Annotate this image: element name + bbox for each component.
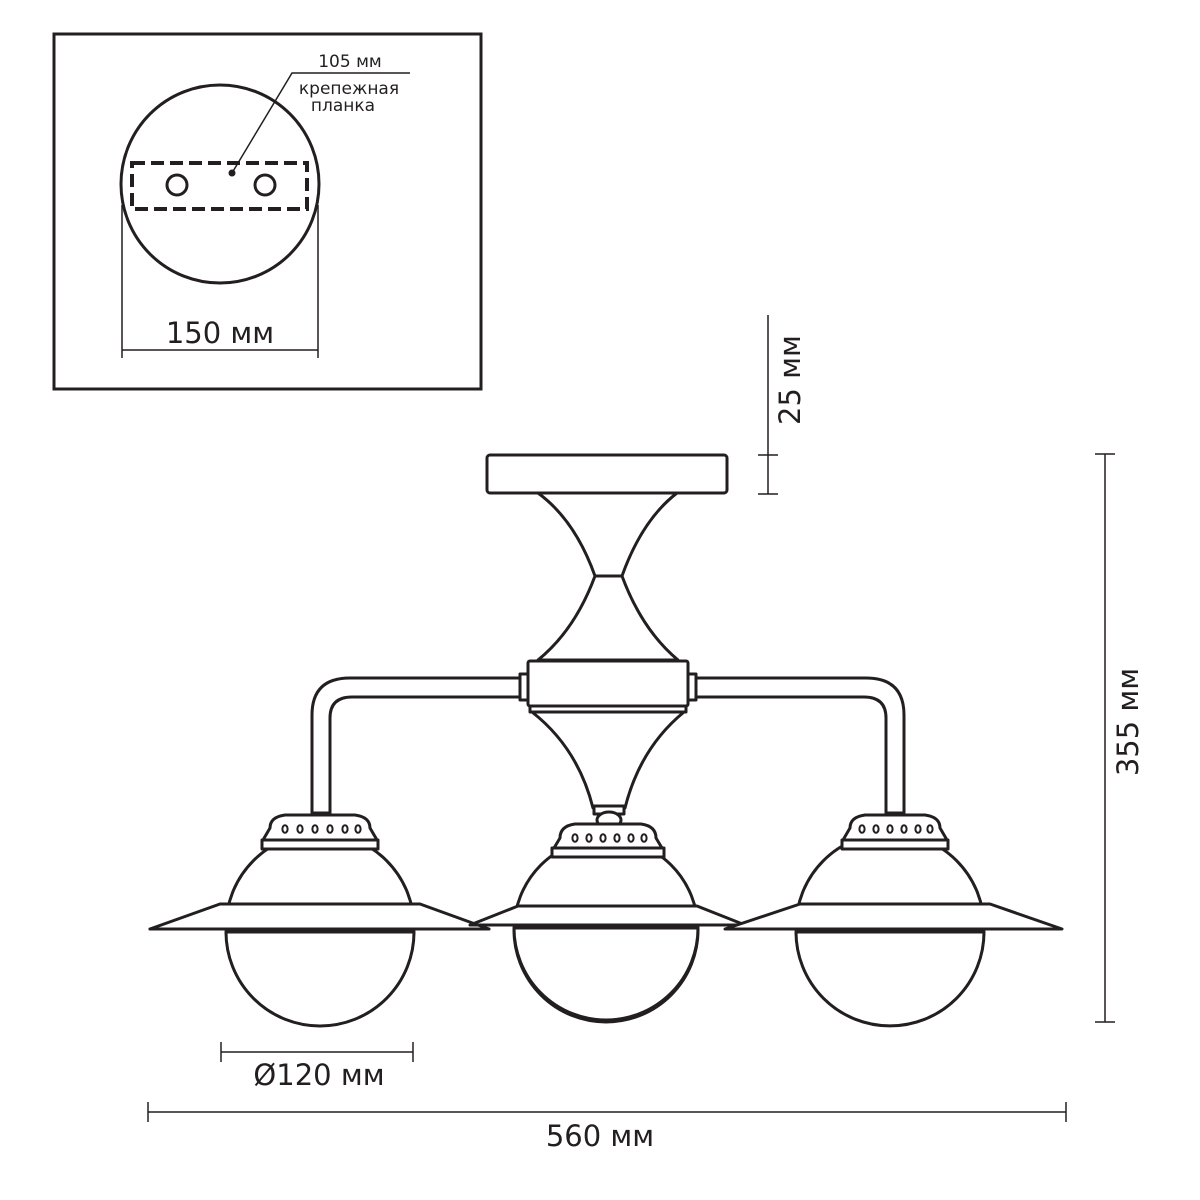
mounting-plate-dashed	[130, 161, 309, 211]
lower-cone	[530, 710, 686, 810]
canopy-plate	[485, 453, 729, 495]
mounting-hole-left	[165, 173, 189, 197]
dimension-lines: 25 мм 355 мм Ø120 мм 560 мм	[147, 315, 1145, 1153]
cap-rim-center	[550, 846, 666, 859]
plate-leader-line	[231, 72, 410, 174]
inset-top-view: 105 мм крепежная планка 150 мм	[52, 32, 483, 391]
cap-dots-right	[858, 824, 934, 834]
total-height-label: 355 мм	[1111, 668, 1145, 776]
lamp-center	[468, 822, 747, 1024]
plate-label: 105 мм	[318, 52, 382, 72]
shade-center	[468, 904, 747, 927]
globe-lower-right	[794, 930, 986, 1028]
plate-caption-line2: планка	[311, 96, 375, 116]
arm-right	[686, 676, 906, 815]
central-hub	[526, 659, 690, 708]
base-diameter-label: 150 мм	[166, 316, 274, 350]
shade-right	[723, 902, 1064, 931]
cap-right	[841, 813, 949, 842]
cap-left	[261, 813, 379, 842]
lamp-right	[723, 813, 1064, 1028]
plate-caption-line1: крепежная	[299, 79, 399, 99]
globe-lower-center	[512, 926, 700, 1022]
cap-center	[552, 822, 664, 850]
middle-stem	[536, 574, 680, 662]
cap-rim-right	[840, 838, 950, 851]
cap-rim-left	[260, 838, 380, 851]
lamp-left	[148, 813, 491, 1028]
cap-dots-center	[571, 833, 648, 843]
shade-diameter-label: Ø120 мм	[253, 1058, 384, 1092]
globe-lower-left	[224, 930, 416, 1028]
cap-dots-left	[281, 824, 362, 834]
canopy-height-label: 25 мм	[773, 335, 807, 425]
upper-stem	[536, 491, 679, 578]
arm-left	[310, 676, 530, 815]
lamp-side-view	[148, 453, 1064, 1028]
base-circle	[119, 83, 321, 285]
shade-left	[148, 902, 491, 931]
inset-frame	[52, 32, 483, 391]
mounting-hole-right	[253, 173, 277, 197]
total-width-label: 560 мм	[546, 1119, 654, 1153]
